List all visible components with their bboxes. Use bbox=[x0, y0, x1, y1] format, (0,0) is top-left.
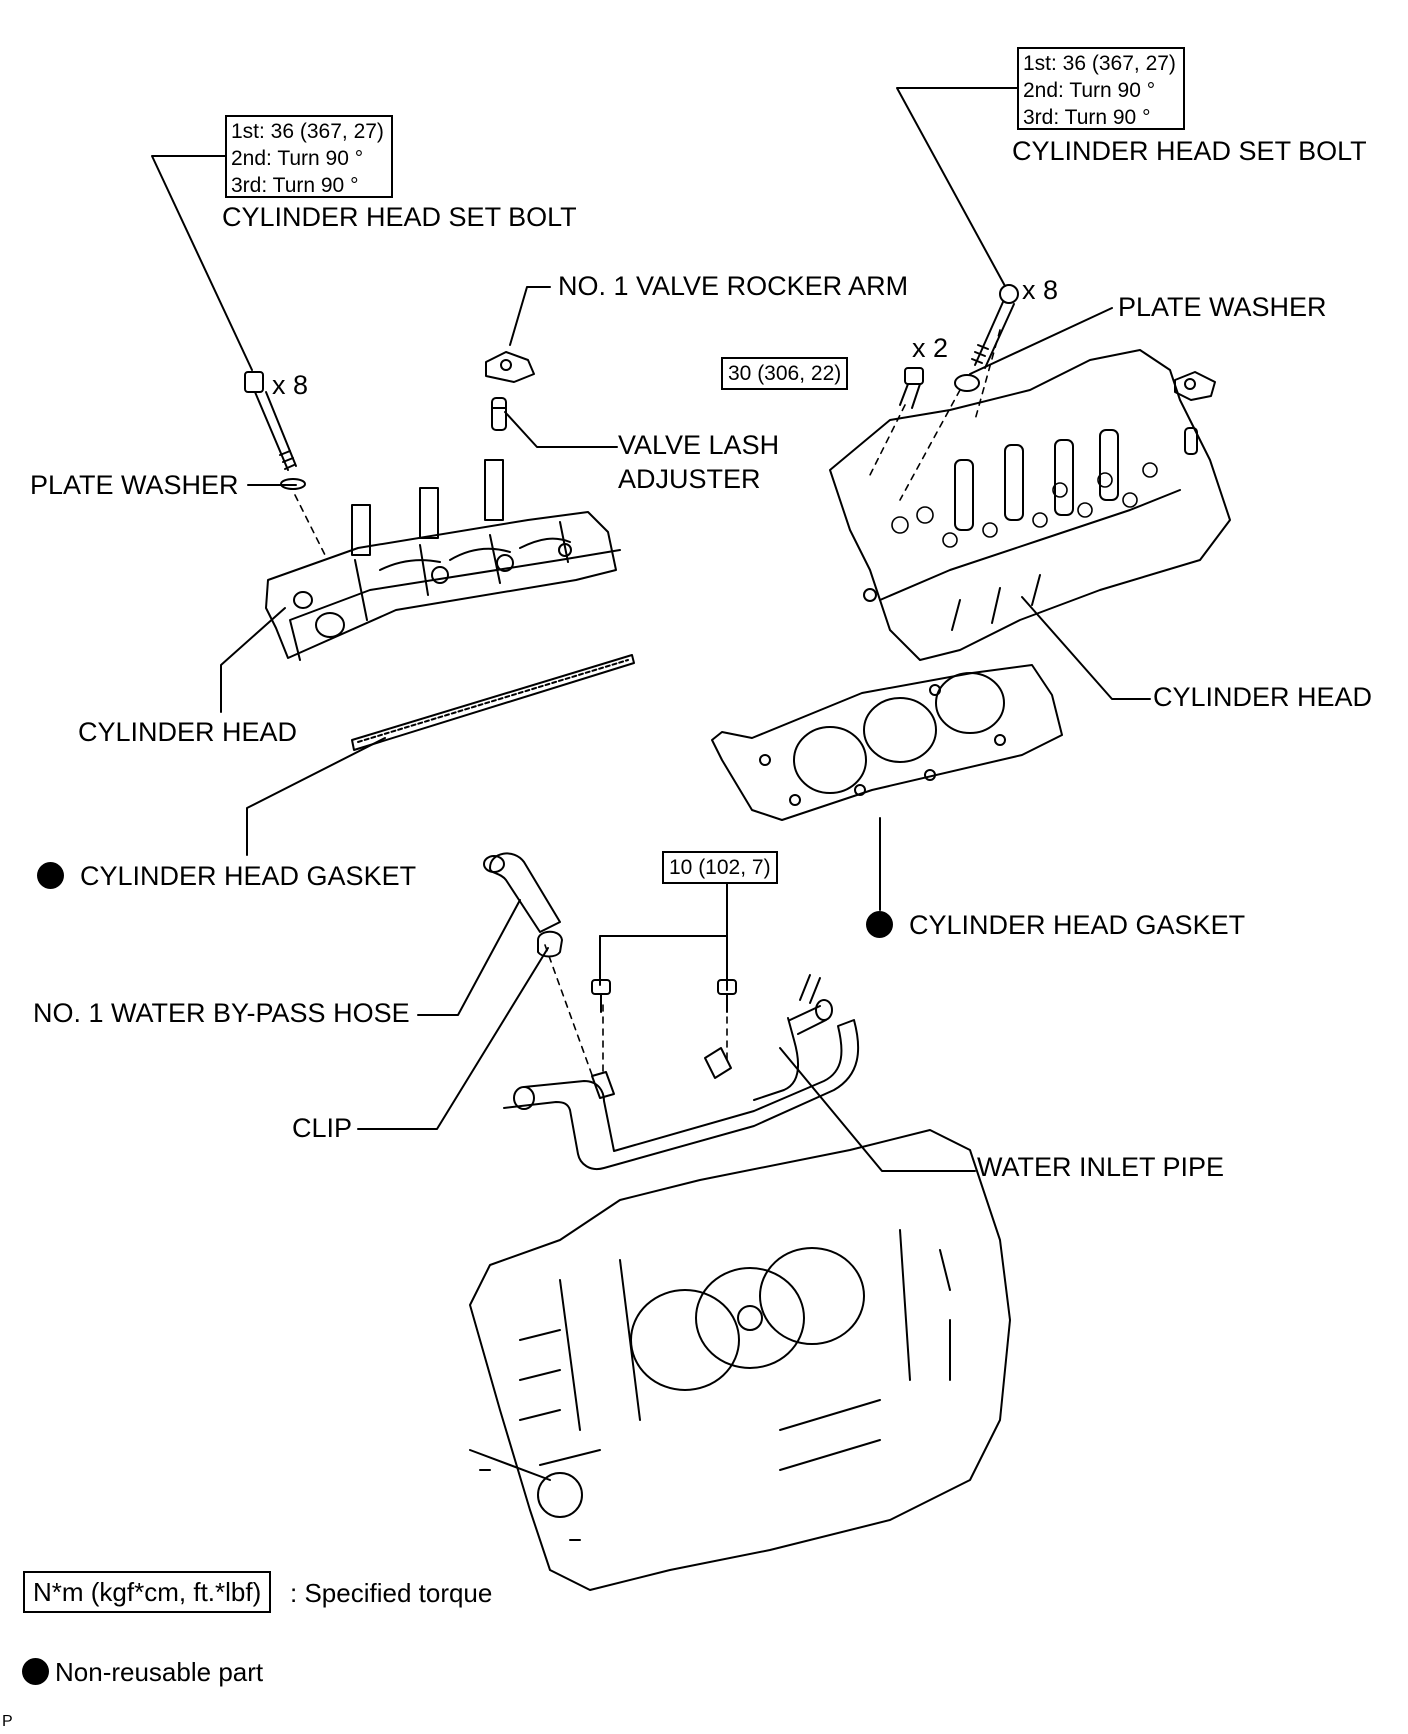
clip-label: CLIP bbox=[292, 1113, 353, 1143]
left-head-gasket-text: CYLINDER HEAD GASKET bbox=[80, 861, 417, 891]
corner-code: P bbox=[2, 1713, 13, 1730]
pipe-bolt-left bbox=[591, 979, 611, 1013]
right-head-gasket-label: CYLINDER HEAD GASKET bbox=[866, 911, 1245, 939]
water-bypass-hose-label: NO. 1 WATER BY-PASS HOSE bbox=[33, 998, 410, 1028]
left-cylinder-head-label: CYLINDER HEAD bbox=[78, 717, 298, 747]
left-bolt-torque-box: 1st: 36 (367, 27) 2nd: Turn 90 ° 3rd: Tu… bbox=[225, 115, 393, 198]
right-plate-washer-part bbox=[954, 374, 980, 392]
right-bolt-multiplier: x 8 bbox=[1022, 275, 1059, 305]
left-bolt-torque-line2: 2nd: Turn 90 ° bbox=[231, 147, 364, 170]
left-bolt-torque-line3: 3rd: Turn 90 ° bbox=[231, 174, 359, 197]
left-head-set-bolt-label: CYLINDER HEAD SET BOLT bbox=[222, 202, 577, 232]
valve-lash-adjuster-label-line1: VALVE LASH bbox=[618, 430, 780, 460]
left-bolt-multiplier: x 8 bbox=[272, 370, 309, 400]
right-plate-washer-label: PLATE WASHER bbox=[1118, 292, 1327, 322]
left-head-gasket-label: CYLINDER HEAD GASKET bbox=[37, 862, 416, 890]
non-reusable-dot-icon bbox=[37, 862, 64, 889]
left-plate-washer-part bbox=[280, 478, 306, 490]
water-inlet-pipe-part bbox=[503, 974, 860, 1170]
pipe-bolt-right bbox=[717, 979, 737, 1013]
left-gasket-part bbox=[351, 654, 635, 751]
right-gasket-part bbox=[711, 664, 1063, 821]
right-cylinder-head-part bbox=[829, 349, 1231, 661]
left-bolt-torque-line1: 1st: 36 (367, 27) bbox=[231, 120, 384, 143]
left-cylinder-head-part bbox=[265, 459, 621, 661]
small-bolt-part bbox=[899, 367, 924, 409]
clip-part bbox=[537, 930, 563, 958]
non-reusable-legend-text: Non-reusable part bbox=[55, 1657, 264, 1687]
leader-lines bbox=[151, 87, 1151, 1172]
rocker-arm-part bbox=[485, 351, 535, 383]
right-bolt-torque-line3: 3rd: Turn 90 ° bbox=[1023, 106, 1151, 129]
lash-adjuster-part bbox=[491, 397, 507, 431]
non-reusable-dot-icon bbox=[866, 911, 893, 938]
right-bolt-torque-box: 1st: 36 (367, 27) 2nd: Turn 90 ° 3rd: Tu… bbox=[1017, 47, 1185, 130]
right-cylinder-head-label: CYLINDER HEAD bbox=[1153, 682, 1373, 712]
right-bolt-torque-line2: 2nd: Turn 90 ° bbox=[1023, 79, 1156, 102]
valve-rocker-arm-label: NO. 1 VALVE ROCKER ARM bbox=[558, 271, 909, 301]
torque-unit-legend-desc: : Specified torque bbox=[290, 1578, 493, 1608]
valve-lash-adjuster-label-line2: ADJUSTER bbox=[618, 464, 761, 494]
left-head-bolt bbox=[244, 371, 297, 471]
right-head-set-bolt-label: CYLINDER HEAD SET BOLT bbox=[1012, 136, 1367, 166]
small-bolt-multiplier: x 2 bbox=[912, 333, 949, 363]
right-rocker-arm-part bbox=[1174, 371, 1216, 401]
non-reusable-legend: Non-reusable part bbox=[22, 1658, 263, 1685]
torque-unit-legend-box: N*m (kgf*cm, ft.*lbf) bbox=[23, 1571, 272, 1613]
right-head-gasket-text: CYLINDER HEAD GASKET bbox=[909, 910, 1246, 940]
non-reusable-dot-icon bbox=[22, 1658, 49, 1685]
bypass-hose-part bbox=[483, 852, 561, 933]
right-head-bolt bbox=[971, 284, 1019, 369]
right-bolt-torque-line1: 1st: 36 (367, 27) bbox=[1023, 52, 1176, 75]
left-plate-washer-label: PLATE WASHER bbox=[30, 470, 239, 500]
right-lash-adjuster-part bbox=[1184, 427, 1198, 455]
small-bolt-torque-box: 30 (306, 22) bbox=[721, 357, 849, 390]
water-inlet-pipe-label: WATER INLET PIPE bbox=[977, 1152, 1225, 1182]
engine-block-part bbox=[469, 1129, 1011, 1591]
pipe-bolt-torque-box: 10 (102, 7) bbox=[662, 851, 778, 884]
